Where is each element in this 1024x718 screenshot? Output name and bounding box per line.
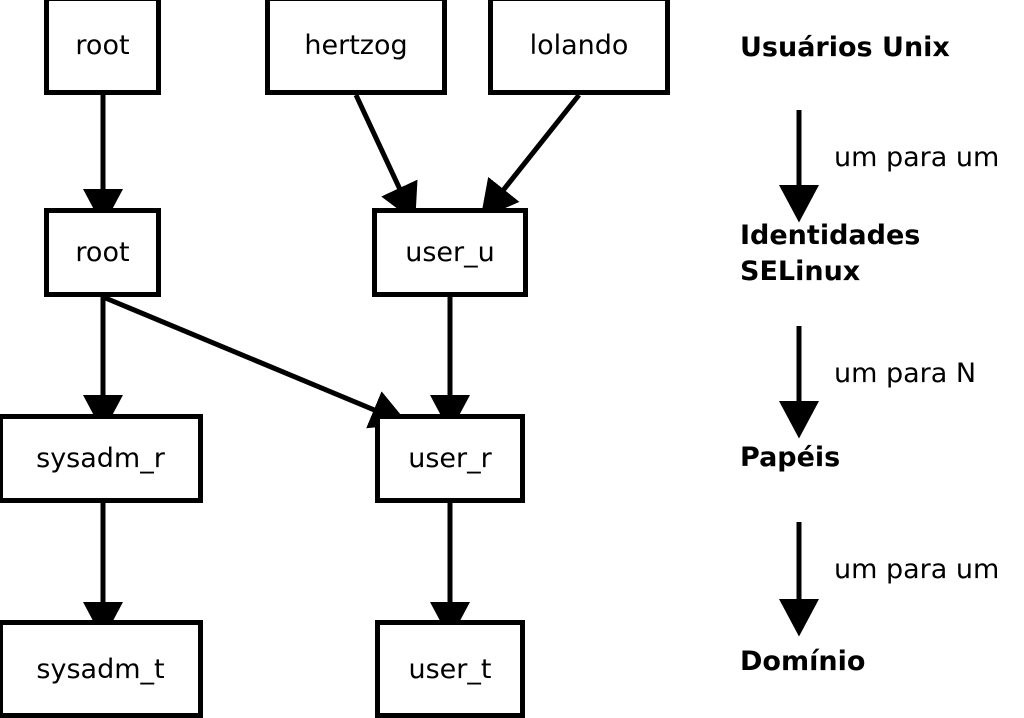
node-label: sysadm_r xyxy=(36,443,165,474)
node-domain-user-t[interactable]: user_t xyxy=(375,620,525,718)
legend-level-selinux-identities-line2: SELinux xyxy=(740,256,861,287)
node-selinux-user-u[interactable]: user_u xyxy=(372,208,528,297)
edge-selinux-root-to-user-r xyxy=(102,294,409,429)
legend-level-selinux-identities: Identidades SELinux xyxy=(740,218,920,290)
legend-edge-label-3: um para um xyxy=(834,554,1000,585)
node-label: hertzog xyxy=(304,30,408,61)
legend-edge-label-2: um para N xyxy=(834,358,977,389)
legend-level-unix-users: Usuários Unix xyxy=(740,32,950,63)
node-unix-root[interactable]: root xyxy=(44,0,161,95)
node-label: user_u xyxy=(405,237,495,268)
node-selinux-root[interactable]: root xyxy=(44,208,161,297)
node-label: user_r xyxy=(408,443,492,474)
node-label: root xyxy=(75,30,130,61)
legend-edge-label-1: um para um xyxy=(834,142,1000,173)
node-label: lolando xyxy=(529,30,629,61)
legend-level-domain: Domínio xyxy=(740,646,866,677)
node-label: root xyxy=(75,237,130,268)
node-domain-sysadm-t[interactable]: sysadm_t xyxy=(0,620,203,718)
edge-hertzog-to-user-u xyxy=(353,93,418,223)
node-role-sysadm-r[interactable]: sysadm_r xyxy=(0,414,203,503)
node-label: sysadm_t xyxy=(36,653,165,685)
node-unix-lolando[interactable]: lolando xyxy=(488,0,670,95)
legend-level-roles: Papéis xyxy=(740,442,841,473)
node-unix-hertzog[interactable]: hertzog xyxy=(265,0,447,95)
edge-lolando-to-user-u xyxy=(480,93,581,219)
legend-level-selinux-identities-line1: Identidades xyxy=(740,220,921,251)
node-label: user_t xyxy=(408,653,492,685)
node-role-user-r[interactable]: user_r xyxy=(375,414,525,503)
